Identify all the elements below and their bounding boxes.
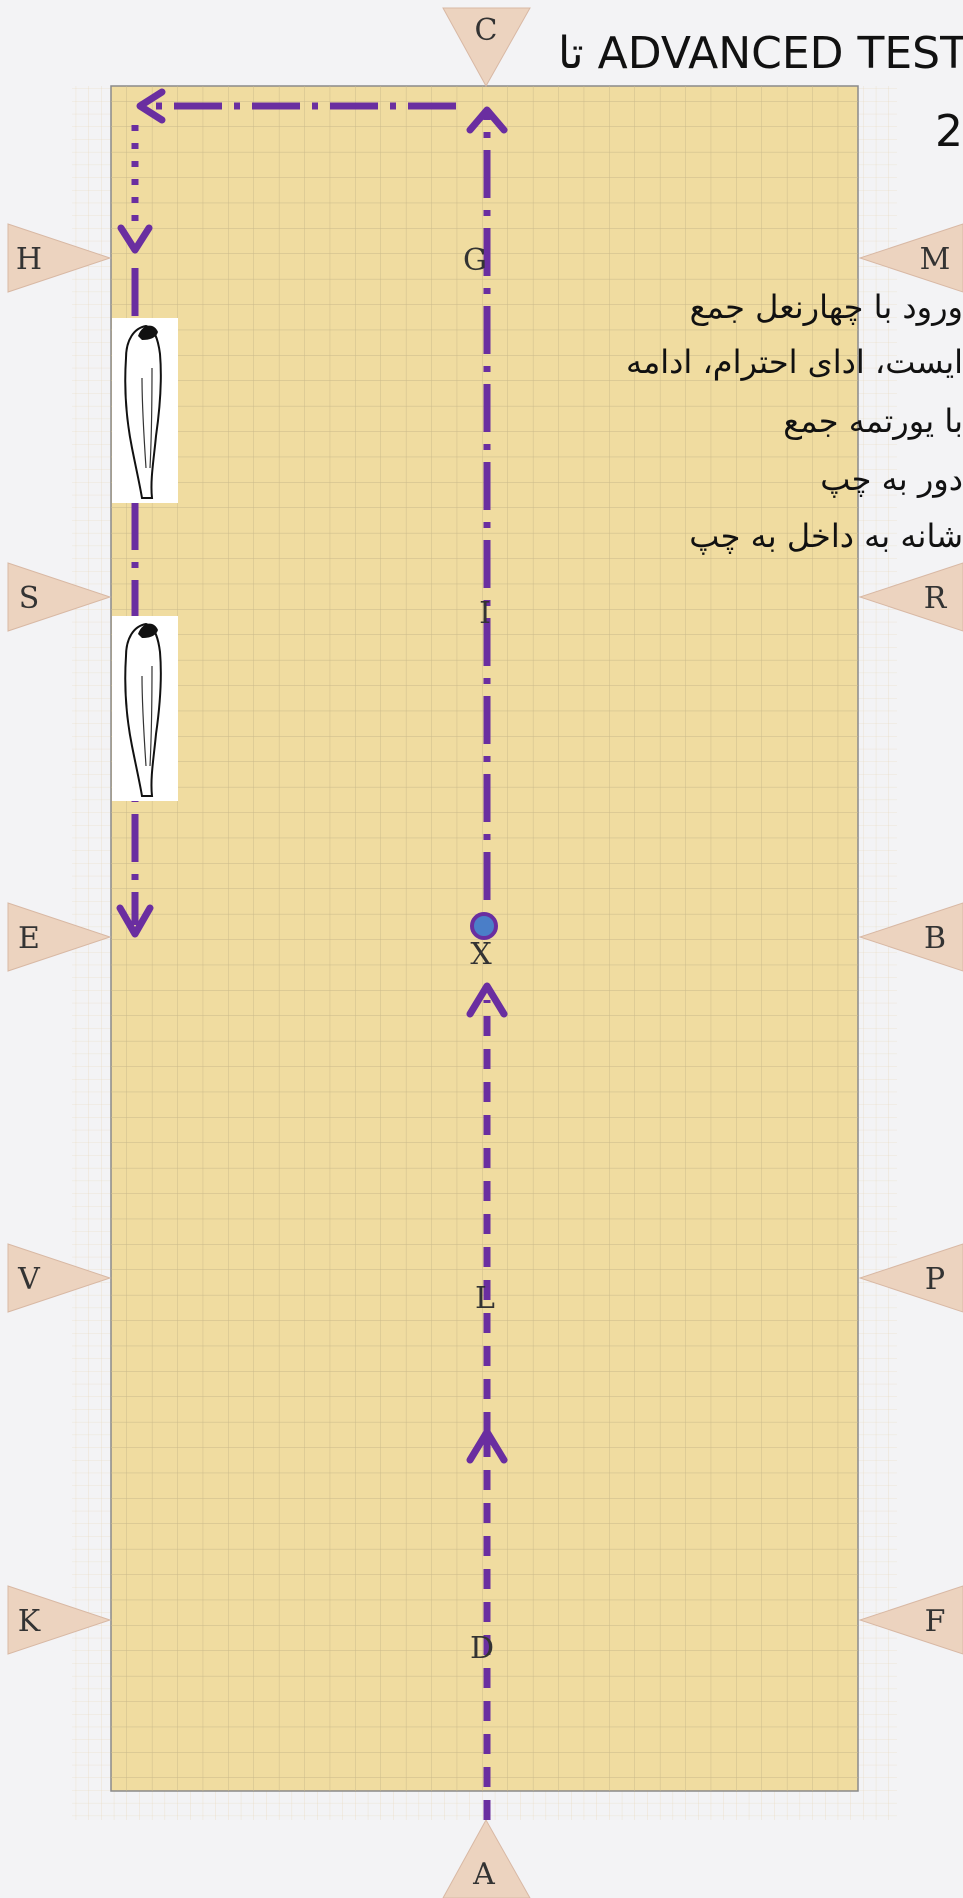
marker-letter-r: R xyxy=(924,581,948,616)
marker-letter-g: G xyxy=(463,243,487,278)
marker-letter-i: I xyxy=(479,596,491,631)
instruction-line: با یورتمه جمع xyxy=(783,402,963,440)
instruction-line: ایست، ادای احترام، ادامه xyxy=(626,343,963,381)
marker-letter-c: C xyxy=(475,13,498,48)
instruction-line: دور به چپ xyxy=(820,460,963,498)
instruction-line: شانه به داخل به چپ xyxy=(689,517,963,555)
rider-horse-icon xyxy=(112,616,178,801)
marker-letter-x: X xyxy=(470,937,492,972)
marker-letter-a: A xyxy=(472,1857,495,1892)
marker-letter-v: V xyxy=(17,1262,41,1297)
marker-letter-b: B xyxy=(924,921,946,956)
marker-letter-k: K xyxy=(18,1604,41,1639)
marker-letter-p: P xyxy=(925,1262,945,1297)
marker-letter-s: S xyxy=(19,581,40,616)
instruction-line: ورود با چهارنعل جمع xyxy=(690,288,963,326)
rider-horse-icon xyxy=(112,318,178,503)
marker-letter-d: D xyxy=(470,1631,494,1666)
test-number: 2 xyxy=(935,106,963,157)
marker-letter-m: M xyxy=(920,242,951,277)
test-title: تا ADVANCED TEST xyxy=(558,28,963,79)
marker-letter-f: F xyxy=(925,1604,946,1639)
x-halt-dot-icon xyxy=(472,914,496,938)
marker-letter-h: H xyxy=(16,242,42,277)
marker-letter-e: E xyxy=(18,921,40,956)
marker-letter-l: L xyxy=(475,1281,495,1316)
